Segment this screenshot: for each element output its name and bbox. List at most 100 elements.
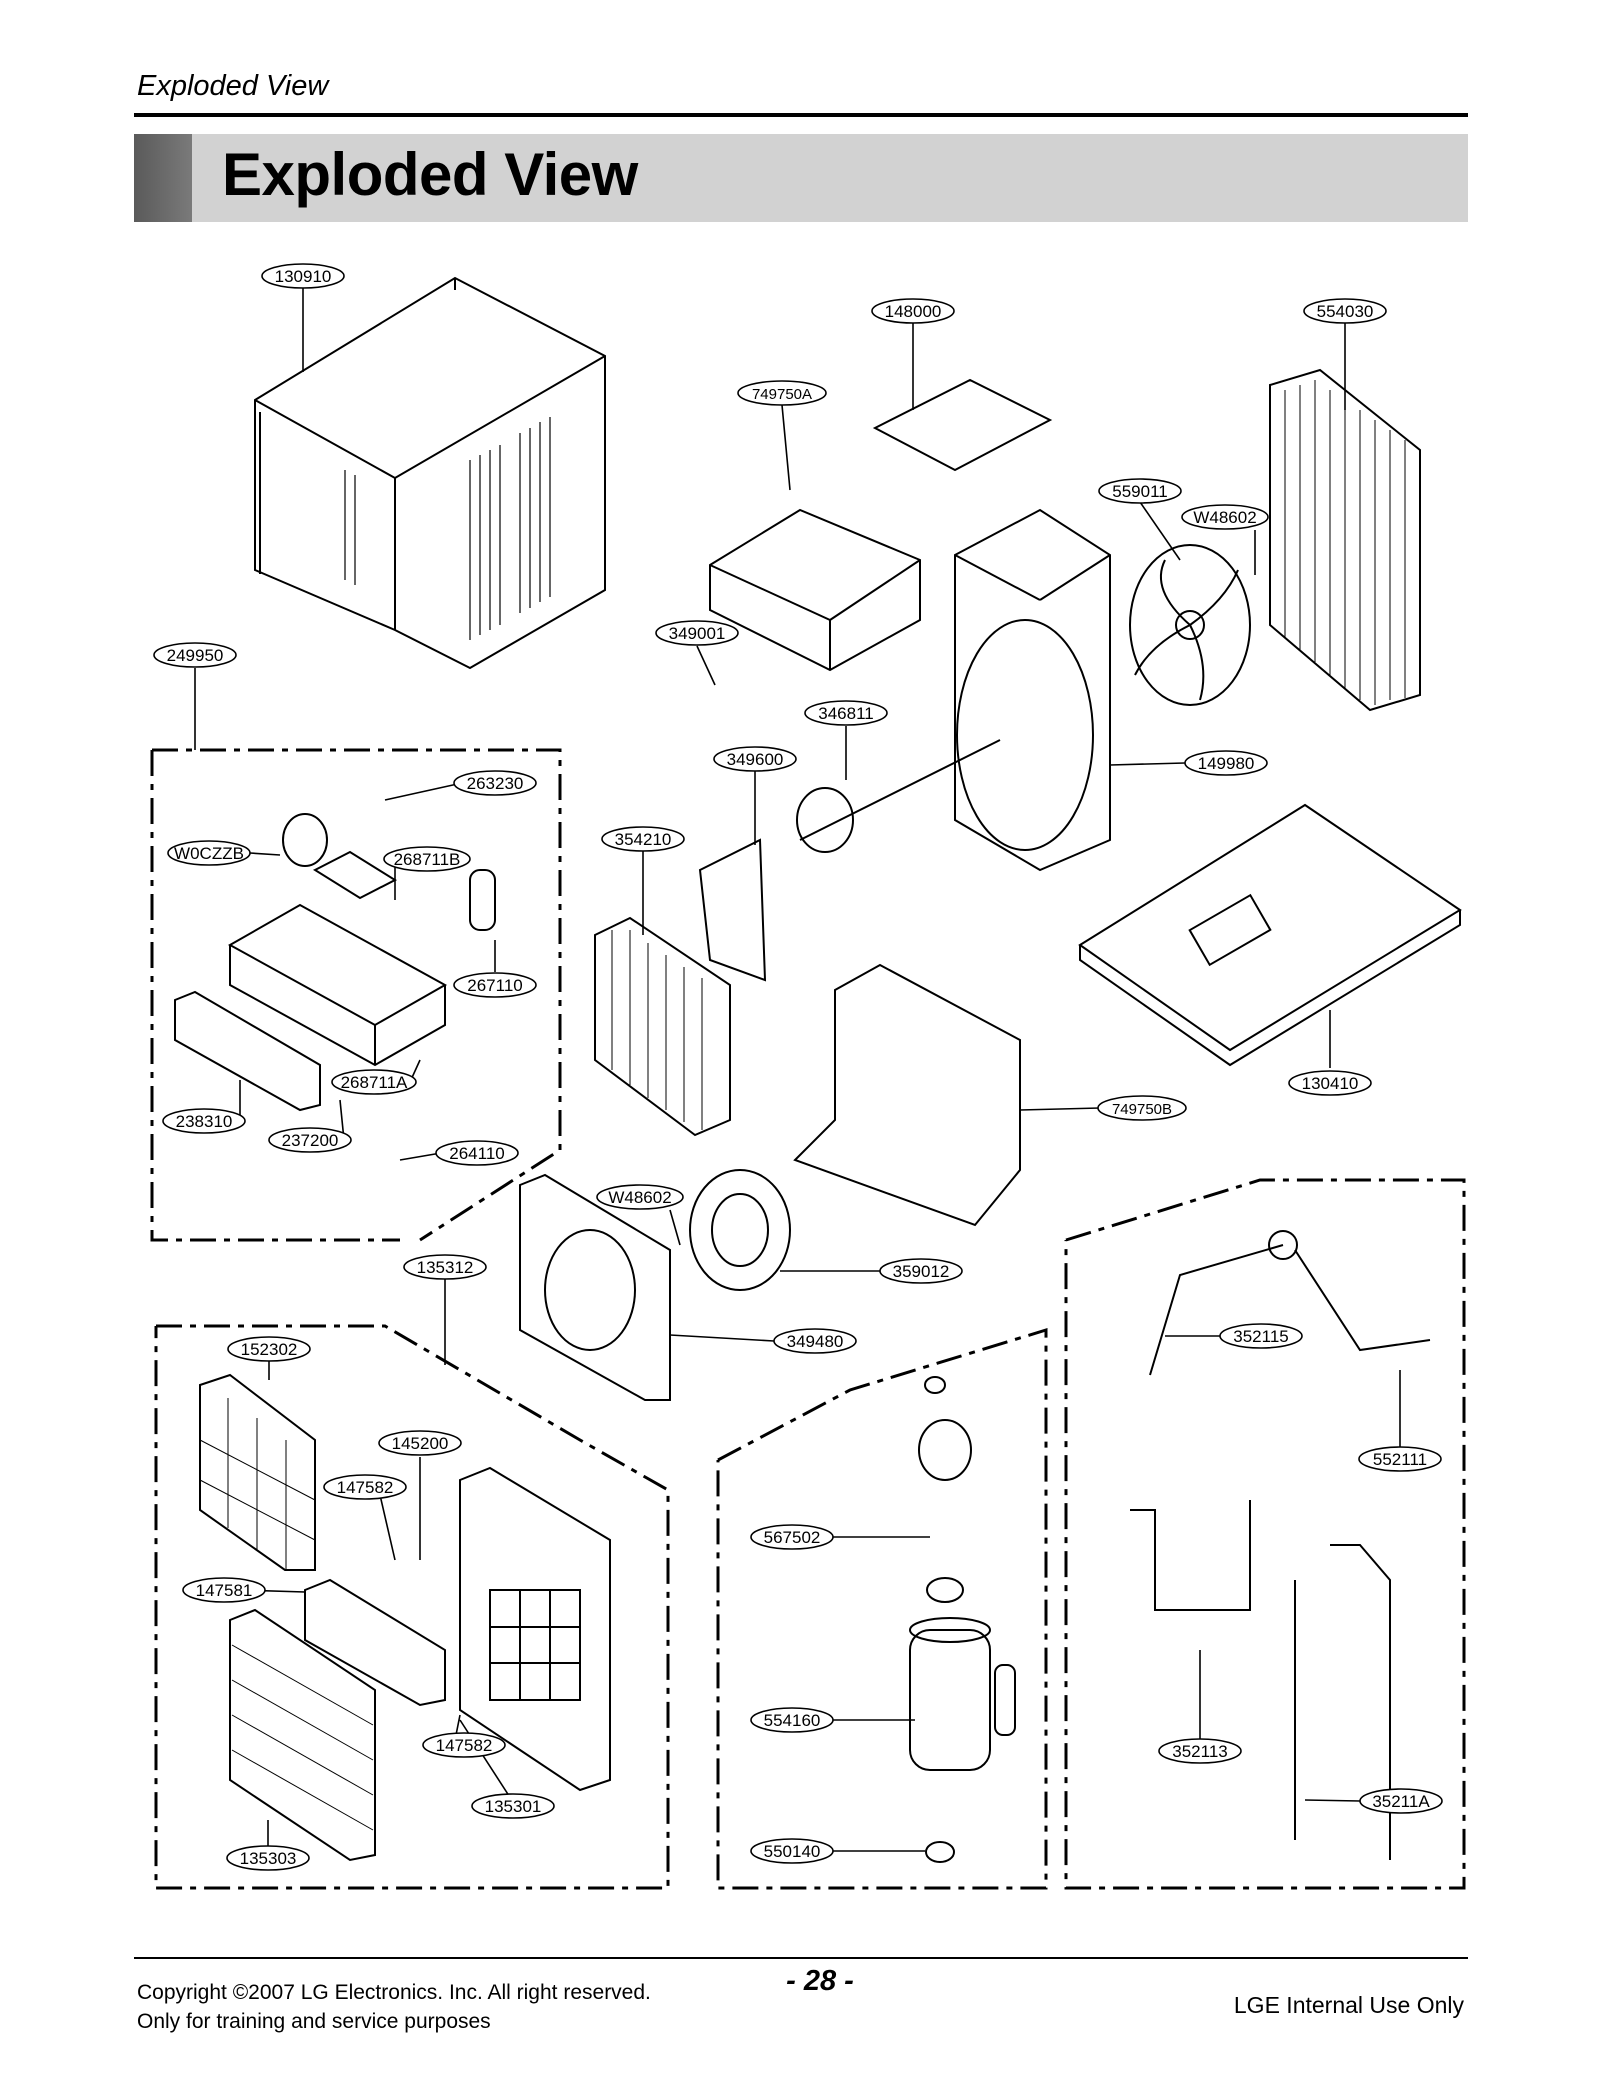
part-label-callout: 268711B bbox=[383, 846, 471, 872]
motor-mount-drawing bbox=[698, 838, 767, 982]
page-number: - 28 - bbox=[786, 1965, 854, 1997]
part-label-callout: 135312 bbox=[403, 1254, 487, 1280]
part-label-callout: 147581 bbox=[182, 1577, 266, 1603]
part-label: 149980 bbox=[1198, 754, 1255, 773]
part-label-callout: 264110 bbox=[435, 1140, 519, 1166]
fan-motor-drawing bbox=[796, 739, 1001, 853]
part-label-callout: 349480 bbox=[773, 1328, 857, 1354]
part-label: 267110 bbox=[467, 976, 522, 995]
part-label: W0CZZB bbox=[174, 844, 244, 863]
base-pan-drawing bbox=[1078, 803, 1462, 1067]
part-label: 554030 bbox=[1317, 302, 1374, 321]
part-label: 147582 bbox=[337, 1478, 394, 1497]
title-band: Exploded View bbox=[134, 134, 1468, 222]
purpose-text: Only for training and service purposes bbox=[137, 2010, 491, 2033]
part-label-callout: 552111 bbox=[1358, 1446, 1442, 1472]
part-label-callout: 238310 bbox=[162, 1108, 246, 1134]
louver-drawing bbox=[304, 1578, 446, 1707]
part-label: 148000 bbox=[885, 302, 942, 321]
part-label-callout: 249950 bbox=[153, 642, 237, 668]
part-label: 349480 bbox=[787, 1332, 844, 1351]
part-label: 554160 bbox=[764, 1711, 821, 1730]
header-rule bbox=[134, 113, 1468, 117]
part-label: 263230 bbox=[467, 774, 524, 793]
part-label: 559011 bbox=[1112, 482, 1167, 501]
part-label: 346811 bbox=[818, 704, 873, 723]
part-label-callout: 147582 bbox=[323, 1474, 407, 1500]
section-label: Exploded View bbox=[137, 70, 329, 102]
front-grille-drawing bbox=[229, 1608, 376, 1862]
front-grille-group-box bbox=[154, 1324, 670, 1890]
compressor-group-box bbox=[716, 1327, 1048, 1890]
part-label-callout: 359012 bbox=[879, 1258, 963, 1284]
part-label-callout: 148000 bbox=[871, 298, 955, 324]
internal-use-text: LGE Internal Use Only bbox=[1233, 1992, 1464, 2018]
part-label: 264110 bbox=[449, 1144, 504, 1163]
blower-wheel-drawing bbox=[689, 1169, 791, 1291]
part-label: 268711A bbox=[341, 1073, 408, 1092]
compressor-drawing bbox=[909, 1376, 1016, 1863]
part-label: 135303 bbox=[240, 1849, 297, 1868]
control-panel-drawing bbox=[174, 990, 321, 1112]
part-label-callout: 35211A bbox=[1359, 1788, 1443, 1814]
part-label: 749750B bbox=[1112, 1101, 1172, 1118]
part-label-callout: 263230 bbox=[453, 770, 537, 796]
evaporator-coil-drawing bbox=[594, 916, 731, 1137]
part-label-callout: 135301 bbox=[471, 1793, 555, 1819]
footer-left: Copyright ©2007 LG Electronics. Inc. All… bbox=[137, 1978, 651, 2036]
shroud-drawing bbox=[954, 508, 1111, 872]
part-label: 349600 bbox=[727, 750, 784, 769]
part-label: 249950 bbox=[167, 646, 224, 665]
part-label: 237200 bbox=[282, 1131, 339, 1150]
part-label: 130410 bbox=[1302, 1074, 1359, 1093]
filter-drawing bbox=[199, 1373, 316, 1571]
part-label: 238310 bbox=[176, 1112, 233, 1131]
title-accent-block bbox=[134, 134, 192, 222]
part-label: 352115 bbox=[1233, 1327, 1288, 1346]
part-label: 349001 bbox=[669, 624, 726, 643]
part-label: 35211A bbox=[1372, 1792, 1430, 1811]
part-label: 130910 bbox=[275, 267, 332, 286]
control-group-box bbox=[150, 748, 562, 1242]
part-label: 147581 bbox=[196, 1581, 253, 1600]
part-label-callout: 567502 bbox=[750, 1524, 834, 1550]
part-label-callout: 550140 bbox=[750, 1838, 834, 1864]
part-label-callout: 352115 bbox=[1219, 1323, 1303, 1349]
part-label: 749750A bbox=[752, 386, 812, 403]
part-label: 352113 bbox=[1172, 1742, 1227, 1761]
part-label-callout: W0CZZB bbox=[167, 840, 251, 866]
page-title: Exploded View bbox=[222, 141, 638, 208]
part-label-callout: 268711A bbox=[331, 1069, 417, 1095]
part-label: 359012 bbox=[893, 1262, 950, 1281]
part-label-callout: 152302 bbox=[227, 1336, 311, 1362]
condenser-fan-drawing bbox=[1129, 544, 1251, 706]
condenser-coil-drawing bbox=[1269, 368, 1421, 712]
part-label-callout: 749750B bbox=[1097, 1095, 1187, 1121]
part-label-callout: 559011 bbox=[1098, 478, 1182, 504]
refrigerant-pipes-group-box bbox=[1064, 1178, 1466, 1890]
part-label-callout: 352113 bbox=[1158, 1738, 1242, 1764]
part-label-callout: 346811 bbox=[804, 700, 888, 726]
part-label-callout: 145200 bbox=[378, 1430, 462, 1456]
part-label: 152302 bbox=[241, 1340, 298, 1359]
part-label: 135301 bbox=[485, 1797, 542, 1816]
part-label: 147582 bbox=[436, 1736, 493, 1755]
part-label-callout: 554160 bbox=[750, 1707, 834, 1733]
part-label: W48602 bbox=[608, 1188, 671, 1207]
part-label-callout: 354210 bbox=[601, 826, 685, 852]
part-label-callout: 237200 bbox=[268, 1127, 352, 1153]
orifice-plate-drawing bbox=[519, 1173, 671, 1401]
part-label-callout: 147582 bbox=[422, 1732, 506, 1758]
part-label: 354210 bbox=[615, 830, 672, 849]
part-label-callout: 349600 bbox=[713, 746, 797, 772]
top-bracket-drawing bbox=[872, 378, 1053, 472]
part-label-callout: 130910 bbox=[261, 263, 345, 289]
part-label: 552111 bbox=[1373, 1450, 1427, 1469]
part-label-callout: 130410 bbox=[1288, 1070, 1372, 1096]
part-label: W48602 bbox=[1193, 508, 1256, 527]
footer-rule bbox=[134, 1957, 1468, 1959]
part-label: 550140 bbox=[764, 1842, 821, 1861]
refrigerant-pipes-drawing bbox=[1130, 1230, 1431, 1860]
part-label-callout: 135303 bbox=[226, 1845, 310, 1871]
